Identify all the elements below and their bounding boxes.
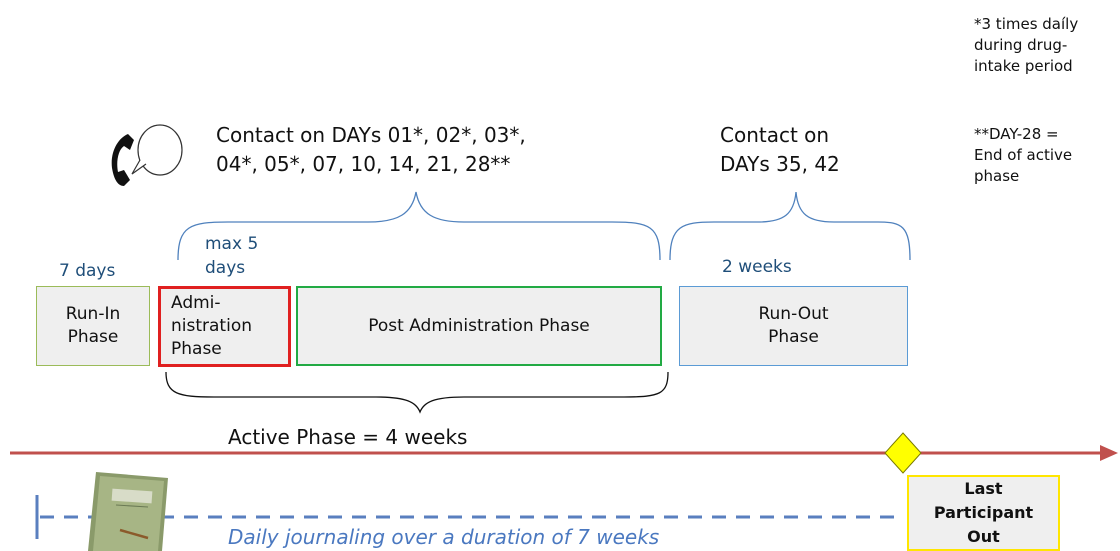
- active-phase-brace: [165, 371, 669, 414]
- active-contacts-label: Contact on DAYs 01*, 02*, 03*, 04*, 05*,…: [216, 123, 526, 176]
- administration-phase-box: Admi- nistration Phase: [158, 286, 291, 367]
- run-out-phase-box: Run-Out Phase: [679, 286, 908, 366]
- post-administration-phase-box: Post Administration Phase: [296, 286, 662, 366]
- journaling-label: Daily journaling over a duration of 7 we…: [228, 525, 660, 549]
- administration-phase-label: Admi- nistration Phase: [171, 293, 252, 359]
- run-in-phase-box: Run-In Phase: [36, 286, 150, 366]
- journal-book-icon: [88, 472, 168, 551]
- last-participant-out-box: Last Participant Out: [907, 475, 1060, 551]
- run-in-phase-label: Run-In Phase: [65, 304, 121, 347]
- post-administration-phase-label: Post Administration Phase: [368, 315, 590, 336]
- active-phase-label: Active Phase = 4 weeks: [228, 425, 468, 449]
- administration-duration: max 5 days: [205, 234, 259, 278]
- active-contacts-brace: [177, 191, 661, 261]
- run-out-contacts-brace: [669, 191, 911, 261]
- timeline-arrowhead: [1100, 445, 1118, 461]
- run-out-contacts-label: Contact on DAYs 35, 42: [720, 123, 840, 176]
- last-participant-out-label: Last Participant Out: [933, 479, 1034, 546]
- day28-note: **DAY-28 = End of active phase: [974, 125, 1073, 185]
- phone-speech-icon: [111, 124, 183, 186]
- run-out-phase-label: Run-Out Phase: [758, 304, 829, 347]
- run-out-duration: 2 weeks: [722, 257, 792, 277]
- drug-intake-note: *3 times daíly during drug- intake perio…: [974, 15, 1079, 75]
- milestone-diamond-icon: [884, 432, 922, 474]
- run-in-duration: 7 days: [59, 261, 116, 281]
